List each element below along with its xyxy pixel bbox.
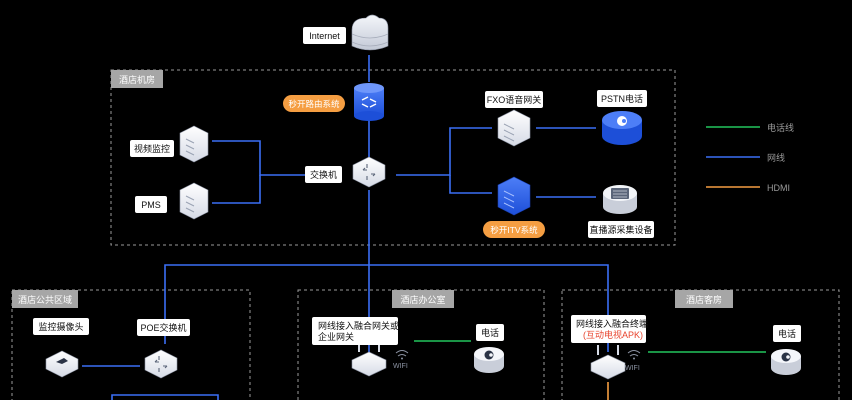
poe-switch-label: POE交换机	[140, 322, 186, 333]
pms-label: PMS	[141, 200, 161, 210]
live-capture-label: 直播源采集设备	[589, 224, 652, 235]
live-capture-icon	[603, 185, 637, 214]
pstn-phone-label: PSTN电话	[601, 93, 643, 104]
router-icon	[354, 83, 384, 121]
itv-system-label: 秒开ITV系统	[490, 225, 538, 235]
office-phone-label: 电话	[481, 327, 499, 338]
fxo-gateway-icon	[497, 109, 531, 147]
router-label: 秒开路由系统	[288, 99, 340, 109]
wifi-office-label: WIFI	[393, 363, 408, 370]
office-phone-icon	[474, 347, 504, 373]
office-gateway-label-line1: 网线接入融合网关或	[318, 320, 399, 331]
wifi-room-icon	[627, 350, 641, 360]
room-phone-icon	[771, 349, 801, 375]
room-terminal-label-line1: 网线接入融合终端	[576, 318, 648, 329]
video-monitor-label: 视频监控	[134, 143, 170, 154]
zone-room-label: 酒店客房	[686, 294, 722, 305]
room-terminal-label-line2: (互动电视APK)	[583, 329, 643, 340]
office-gateway-label-line2: 企业网关	[318, 331, 354, 342]
network-lines	[82, 55, 609, 400]
internet-label: Internet	[309, 31, 340, 41]
legend-phone-line-label: 电话线	[767, 122, 794, 133]
zone-public-label: 酒店公共区域	[18, 294, 72, 305]
room-terminal-icon	[590, 345, 626, 380]
monitor-camera-icon	[45, 350, 79, 378]
itv-server-icon	[497, 176, 531, 216]
zone-office: 酒店办公室	[297, 289, 545, 400]
legend: 电话线 网线 HDMI	[706, 122, 794, 193]
zone-machine-room: 酒店机房	[110, 69, 676, 246]
internet-server-icon	[351, 14, 389, 51]
pms-server-icon	[179, 182, 209, 220]
room-phone-label: 电话	[778, 328, 796, 339]
zone-office-label: 酒店办公室	[400, 294, 445, 305]
zone-public: 酒店公共区域	[11, 289, 251, 400]
zone-room: 酒店客房	[561, 289, 840, 400]
wifi-office-icon	[395, 350, 409, 360]
switch-label: 交换机	[310, 169, 337, 180]
legend-hdmi-line-label: HDMI	[767, 183, 790, 193]
poe-switch-icon	[144, 349, 178, 379]
monitor-camera-label: 监控摄像头	[38, 321, 83, 332]
video-monitor-server-icon	[179, 125, 209, 163]
pstn-phone-icon	[602, 111, 642, 145]
phone-lines	[414, 340, 766, 353]
legend-network-line-label: 网线	[767, 152, 785, 163]
wifi-room-label: WIFI	[625, 365, 640, 372]
zone-machine-room-label: 酒店机房	[119, 74, 155, 85]
switch-icon	[352, 156, 386, 188]
fxo-gateway-label: FXO语音网关	[487, 94, 542, 105]
